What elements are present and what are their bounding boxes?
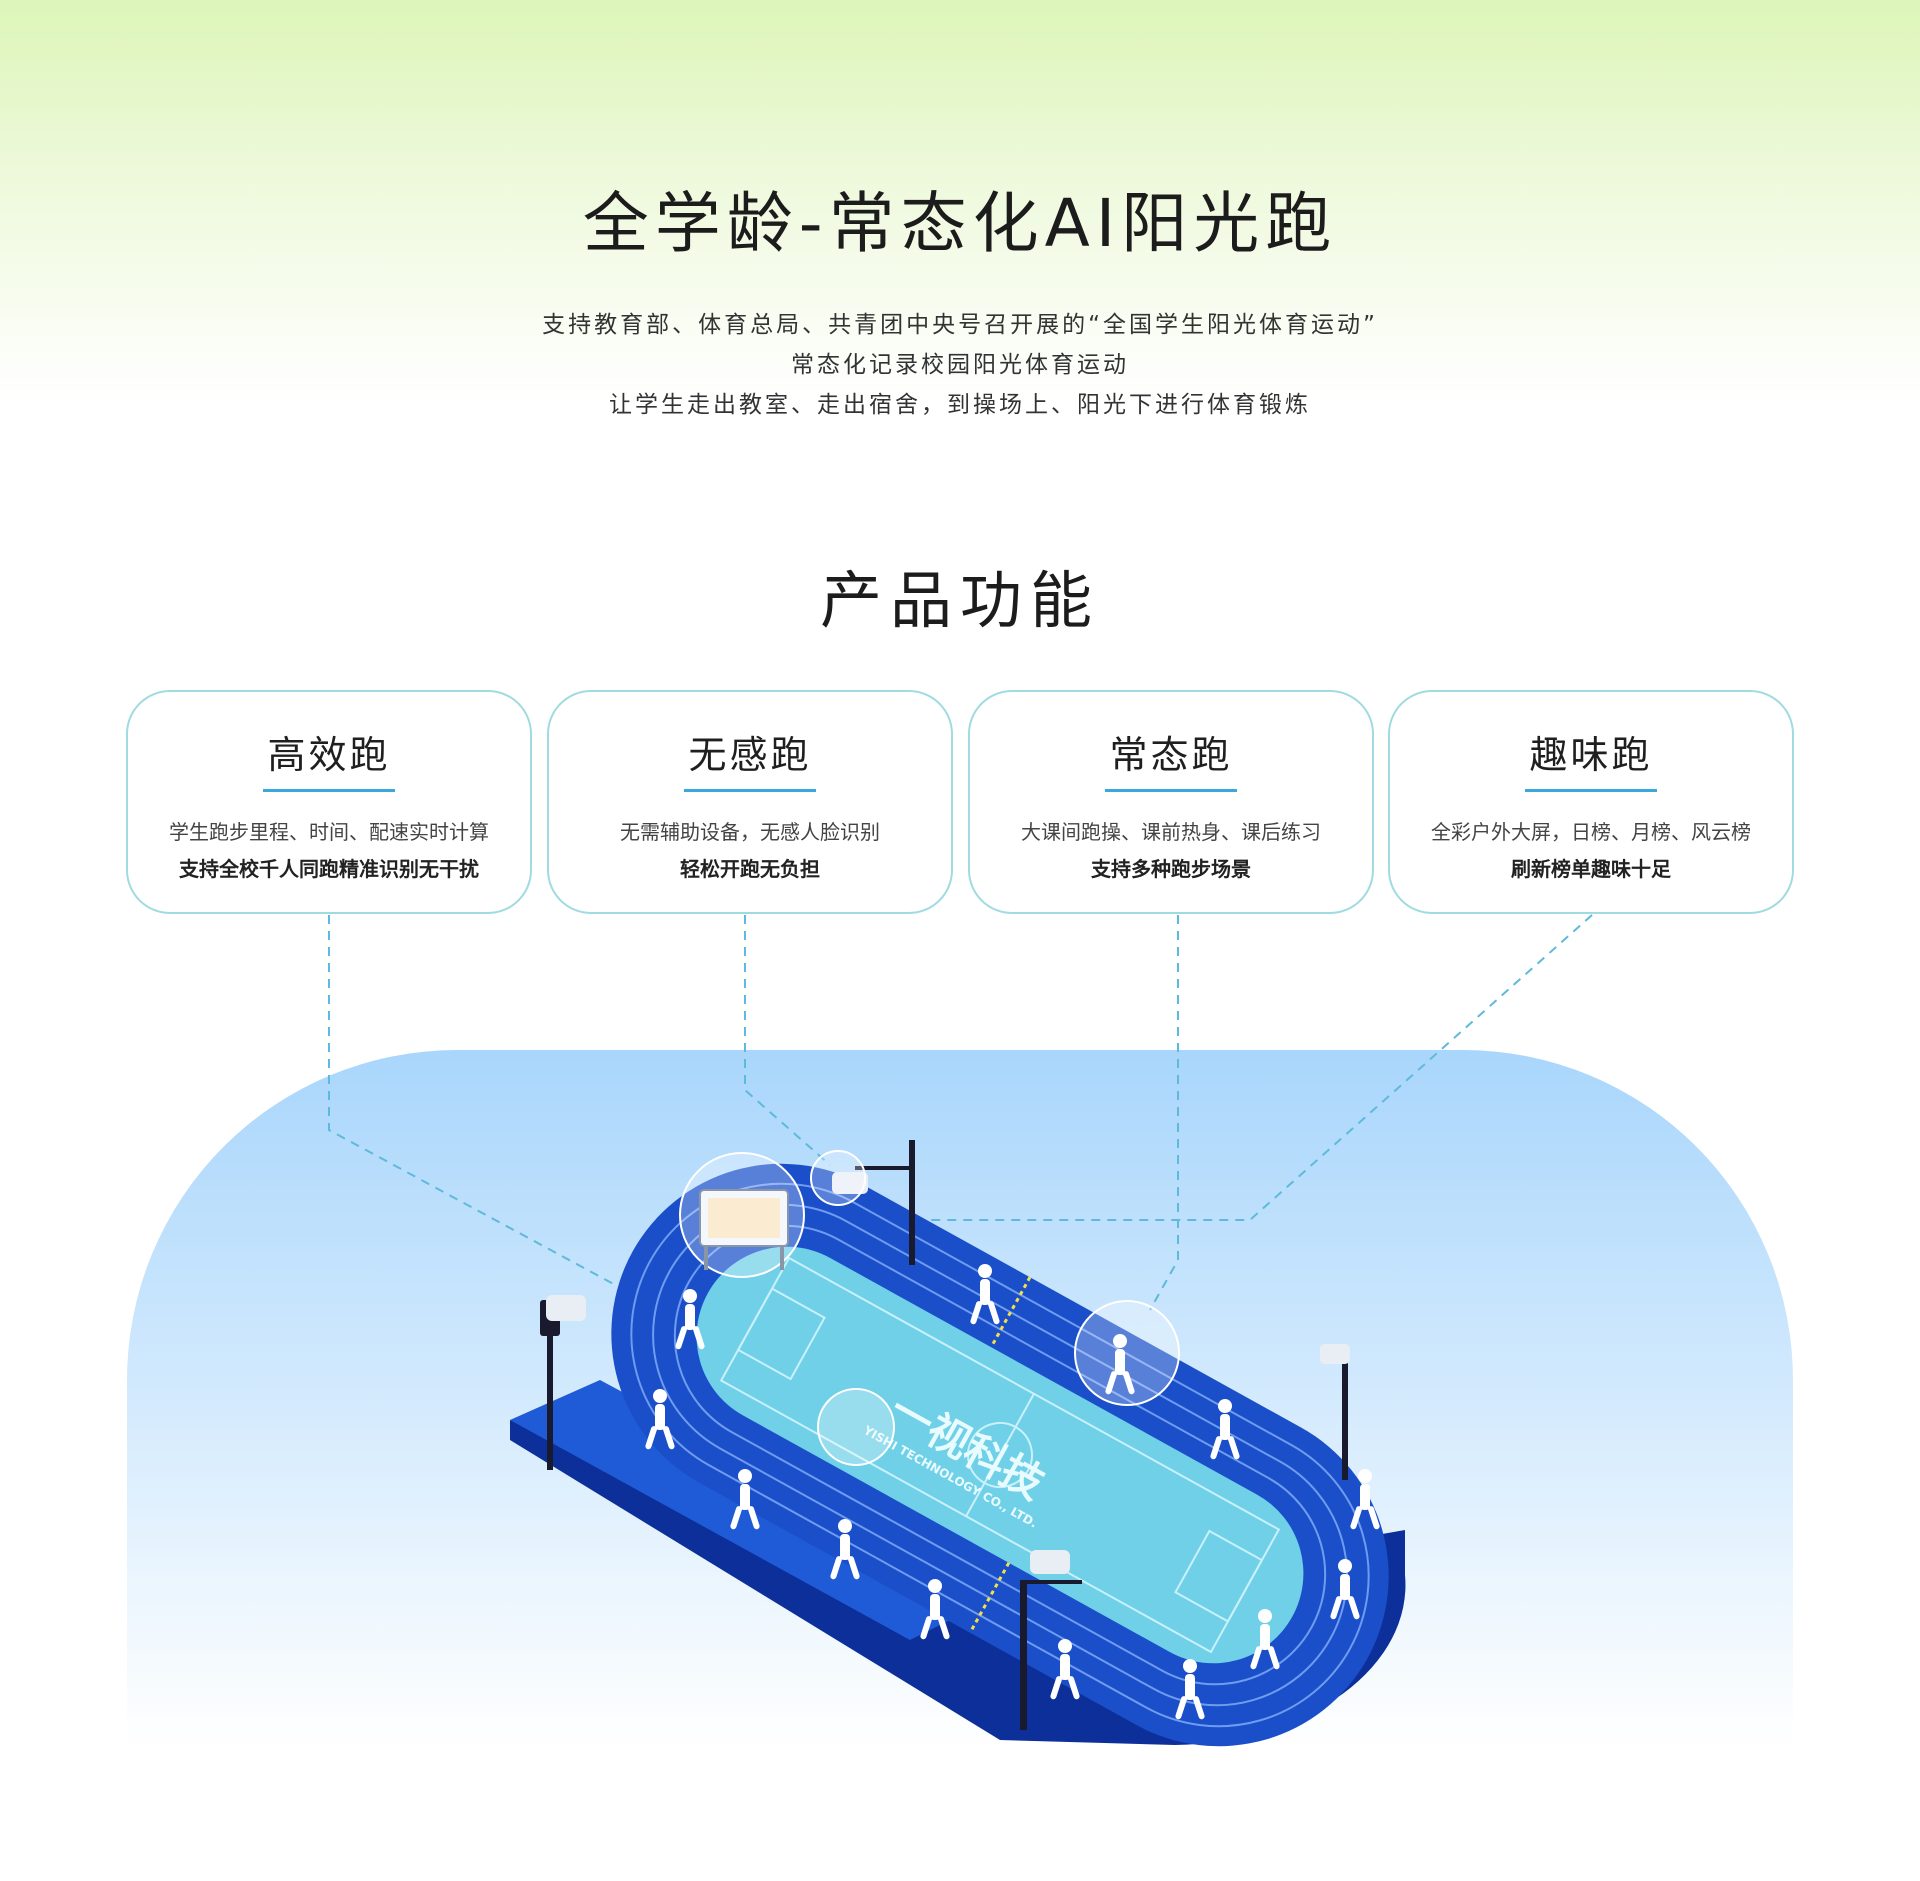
connector-line xyxy=(744,915,831,1166)
card-highlight: 刷新榜单趣味十足 xyxy=(1511,857,1671,881)
camera-icon xyxy=(546,1295,586,1321)
hero-description: 支持教育部、体育总局、共青团中央号召开展的“全国学生阳光体育运动” 常态化记录校… xyxy=(0,305,1920,425)
runner-figure xyxy=(730,1469,760,1530)
runner-figure xyxy=(1330,1559,1360,1620)
feature-card-fun-run: 趣味跑 全彩户外大屏，日榜、月榜、风云榜 刷新榜单趣味十足 xyxy=(1388,690,1794,914)
card-description: 学生跑步里程、时间、配速实时计算 xyxy=(169,820,489,844)
runner-highlight xyxy=(1074,1300,1180,1406)
lane-line xyxy=(673,1224,1327,1686)
runner-figure xyxy=(645,1389,675,1450)
runner-figure xyxy=(830,1519,860,1580)
runner-figure xyxy=(1350,1469,1380,1530)
hero-desc-line: 常态化记录校园阳光体育运动 xyxy=(791,352,1129,378)
runner-figure xyxy=(1175,1659,1205,1720)
connector-lines xyxy=(328,914,1593,1321)
runner-figure xyxy=(970,1264,1000,1325)
runner-figure xyxy=(1050,1639,1080,1700)
feature-card-seamless-run: 无感跑 无需辅助设备，无感人脸识别 轻松开跑无负担 xyxy=(547,690,953,914)
display-screen xyxy=(699,1189,789,1270)
card-title: 趣味跑 xyxy=(1525,724,1657,792)
runners xyxy=(645,1264,1380,1720)
card-title: 高效跑 xyxy=(263,724,395,792)
camera-pole xyxy=(540,1295,586,1470)
feature-card-efficient-run: 高效跑 学生跑步里程、时间、配速实时计算 支持全校千人同跑精准识别无干扰 xyxy=(126,690,532,914)
card-description: 全彩户外大屏，日榜、月榜、风云榜 xyxy=(1431,820,1751,844)
card-description: 无需辅助设备，无感人脸识别 xyxy=(620,820,880,844)
hero-desc-line: 让学生走出教室、走出宿舍，到操场上、阳光下进行体育锻炼 xyxy=(609,392,1311,418)
card-highlight: 支持全校千人同跑精准识别无干扰 xyxy=(179,857,479,881)
lane-line xyxy=(652,1203,1348,1707)
runner-figure xyxy=(675,1289,705,1350)
start-line xyxy=(968,1562,1011,1634)
hero-title: 全学龄-常态化AI阳光跑 xyxy=(582,185,1338,262)
camera-poles xyxy=(540,1140,1350,1730)
card-title: 常态跑 xyxy=(1105,724,1237,792)
camera-icon xyxy=(832,1172,868,1194)
camera-icon xyxy=(1320,1344,1350,1364)
runner-figure xyxy=(1250,1609,1280,1670)
connector-line xyxy=(790,914,1593,1221)
camera-pole xyxy=(1020,1550,1082,1730)
camera-pole xyxy=(832,1140,915,1265)
card-title: 无感跑 xyxy=(684,724,816,792)
connector-line xyxy=(1149,915,1179,1311)
features-title: 产品功能 xyxy=(819,564,1100,637)
camera-icon xyxy=(1030,1550,1070,1574)
lane-line xyxy=(630,1182,1370,1728)
card-description: 大课间跑操、课前热身、课后练习 xyxy=(1021,820,1321,844)
runner-figure xyxy=(1210,1399,1240,1460)
connector-line xyxy=(328,915,681,1321)
card-highlight: 支持多种跑步场景 xyxy=(1091,857,1251,881)
field-highlight xyxy=(817,1388,895,1466)
runner-figure xyxy=(1105,1334,1135,1395)
hero-desc-line: 支持教育部、体育总局、共青团中央号召开展的“全国学生阳光体育运动” xyxy=(542,312,1378,338)
camera-highlight xyxy=(810,1150,866,1206)
feature-card-regular-run: 常态跑 大课间跑操、课前热身、课后练习 支持多种跑步场景 xyxy=(968,690,1374,914)
camera-pole xyxy=(1320,1344,1350,1480)
runner-figure xyxy=(920,1579,950,1640)
card-highlight: 轻松开跑无负担 xyxy=(680,857,820,881)
